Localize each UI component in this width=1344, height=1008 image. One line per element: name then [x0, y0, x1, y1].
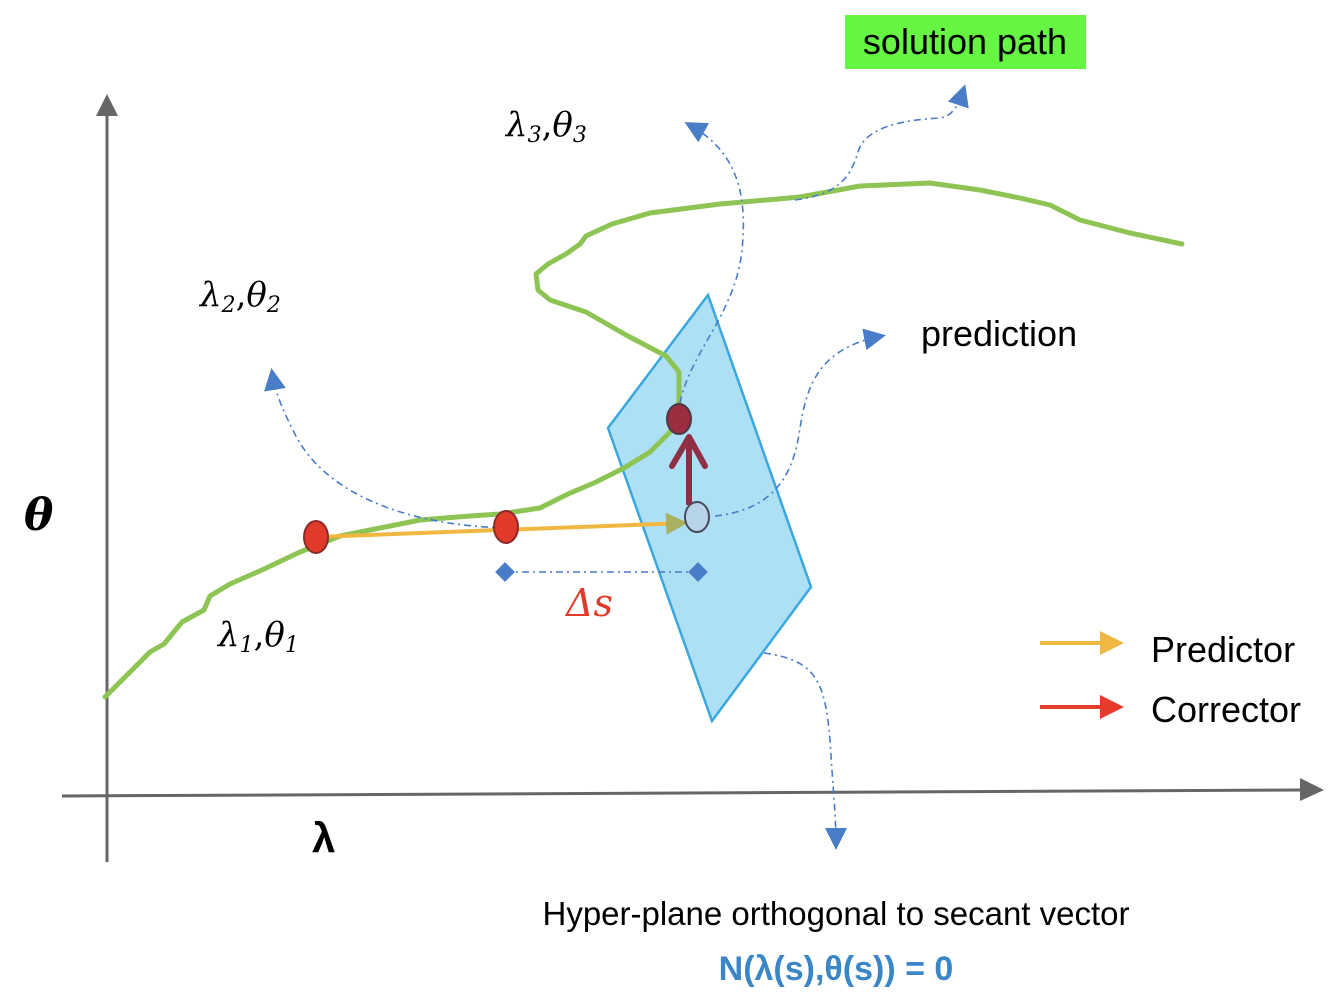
hyperplane-equation: N(λ(s),θ(s)) = 0 [719, 950, 954, 988]
solution-path-label: solution path [863, 21, 1067, 62]
solution-path-label-bg [845, 15, 1086, 69]
legend-predictor-label: Predictor [1151, 629, 1295, 670]
point-label-3: λ3,θ3 [504, 105, 587, 148]
x-axis [61, 788, 1306, 798]
theta-axis-label: θ [24, 490, 54, 541]
point-lambda3 [666, 403, 692, 435]
corrector-arrowhead [669, 434, 708, 469]
guide-to-hyperplane-caption [763, 652, 847, 850]
hyperplane [606, 292, 813, 724]
x-axis-arrowhead [1300, 778, 1324, 801]
guide-to-lambda2 [264, 368, 506, 529]
step-start-marker [495, 562, 515, 582]
point-label-2: λ2,θ2 [198, 275, 281, 318]
solution-path-curve [102, 180, 1185, 700]
point-label-1: λ1,θ1 [216, 615, 299, 658]
guide-to-prediction [714, 328, 886, 517]
y-axis-arrowhead [96, 94, 118, 116]
point-predicted [684, 501, 710, 533]
point-lambda1 [303, 520, 329, 554]
point-lambda2 [493, 510, 519, 544]
step-end-marker [688, 562, 708, 582]
hyperplane-caption: Hyper-plane orthogonal to secant vector [542, 895, 1129, 932]
guide-to-solution-path [794, 84, 969, 201]
lambda-axis-label: λ [312, 814, 335, 861]
legend-corrector-label: Corrector [1151, 689, 1301, 730]
step-size-label: Δs [564, 581, 613, 625]
prediction-label: prediction [921, 313, 1077, 354]
